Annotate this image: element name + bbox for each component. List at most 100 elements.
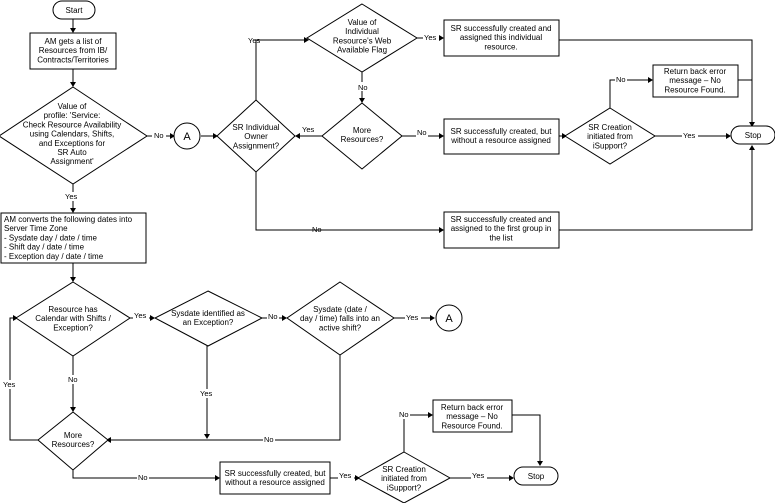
label-line: SR successfully created, but: [225, 469, 327, 478]
label-line: SR successfully created, but: [451, 127, 553, 136]
start-label: Start: [66, 6, 84, 15]
label-line: Available Flag: [337, 46, 387, 55]
label-line: Server Time Zone: [4, 224, 68, 233]
more-resources-top-decision: [321, 102, 403, 170]
label-line: without a resource assigned: [450, 136, 551, 145]
sr-created-no-resource-bottom-box: [219, 461, 331, 495]
label-line: Value of: [58, 102, 88, 111]
arrowhead: [70, 208, 76, 213]
label-line: SR Creation: [588, 123, 632, 132]
arrowhead: [150, 315, 155, 321]
label-bg: [301, 125, 317, 134]
stop-bottom-label: Stop: [528, 472, 545, 481]
label-line: Resources?: [341, 135, 384, 144]
label-line: Sysdate (date /: [313, 305, 368, 314]
more-resources-bottom-decision: [37, 411, 109, 471]
label-bg: [199, 389, 215, 398]
label-line: assigned this individual: [460, 33, 542, 42]
sysdate-shift-label: Sysdate (date /day / time) falls into an…: [300, 305, 380, 332]
return-error-bottom-box: [432, 399, 513, 433]
connector-a-bottom-label: A: [445, 313, 453, 325]
label-isupport-top-no: No: [616, 75, 626, 84]
label-isupport-top-yes: Yes: [683, 131, 695, 140]
label-line: assigned to the first group in: [451, 224, 552, 233]
label-profile-no: No: [154, 131, 164, 140]
label-more-top-yes: Yes: [302, 125, 314, 134]
label-individual-no: No: [312, 225, 322, 234]
label-bg: [137, 473, 149, 482]
edge-individual-no: [255, 172, 442, 231]
label-calendar-yes: Yes: [134, 311, 146, 320]
label-line: Check Resource Availability: [23, 120, 122, 129]
connector-a-bottom: [435, 304, 463, 332]
arrowhead: [439, 35, 444, 41]
arrowhead: [215, 475, 220, 481]
arrowhead: [648, 77, 653, 83]
label-line: Assignment?: [233, 141, 280, 150]
resource-calendar-decision: [15, 281, 131, 357]
label-bg: [416, 128, 428, 137]
arrowhead: [439, 227, 444, 233]
edge-individual-to-stop: [559, 39, 753, 125]
label-line: and Exceptions for: [39, 139, 106, 148]
label-line: A: [445, 313, 453, 325]
arrowhead: [70, 82, 76, 87]
label-line: Start: [66, 6, 84, 15]
label-more-bottom-yes: Yes: [3, 380, 15, 389]
label-line: Stop: [745, 131, 762, 140]
sysdate-exception-decision: [153, 290, 264, 347]
arrowhead: [430, 315, 435, 321]
start-terminator: [52, 0, 96, 20]
label-line: Resources?: [52, 440, 95, 449]
label-bg: [398, 410, 410, 419]
stop-terminator-top: [730, 125, 775, 145]
arrowhead: [304, 37, 309, 43]
am-converts-box: [0, 212, 147, 264]
label-exception-no: No: [268, 312, 278, 321]
label-line: More: [353, 126, 372, 135]
label-shift-no: No: [264, 435, 274, 444]
label-line: - Exception day / date / time: [4, 252, 104, 261]
am-gets-list-box: [29, 32, 117, 70]
arrowhead: [359, 98, 365, 103]
label-line: SR successfully created and: [451, 24, 552, 33]
label-line: Resource Found.: [441, 421, 502, 430]
arrowhead: [70, 277, 76, 282]
label-line: an Exception?: [183, 318, 234, 327]
arrowhead: [282, 315, 287, 321]
label-line: message – No: [669, 76, 721, 85]
edge-firstgroup-to-stop: [559, 147, 753, 231]
label-bg: [357, 82, 369, 91]
sr-created-no-resource-top-box: [443, 118, 560, 155]
label-bg: [263, 435, 275, 444]
label-more-bottom-no: No: [138, 473, 148, 482]
arrowhead: [295, 133, 300, 139]
edge-isupport-top-no: [609, 79, 651, 108]
sr-individual-decision: [216, 99, 296, 173]
label-line: without a resource assigned: [224, 478, 325, 487]
label-line: Contracts/Territories: [37, 55, 109, 64]
label-bg: [64, 192, 82, 201]
label-line: AM gets a list of: [45, 37, 103, 46]
label-line: Assignment': [50, 157, 94, 166]
label-bg: [133, 311, 149, 320]
label-bg: [267, 312, 279, 321]
edge-error-to-stop-bottom: [512, 414, 541, 464]
label-line: Resource Found.: [664, 85, 725, 94]
label-line: Return back error: [441, 403, 504, 412]
label-line: Sysdate identified as: [171, 309, 245, 318]
label-line: Owner: [244, 132, 268, 141]
